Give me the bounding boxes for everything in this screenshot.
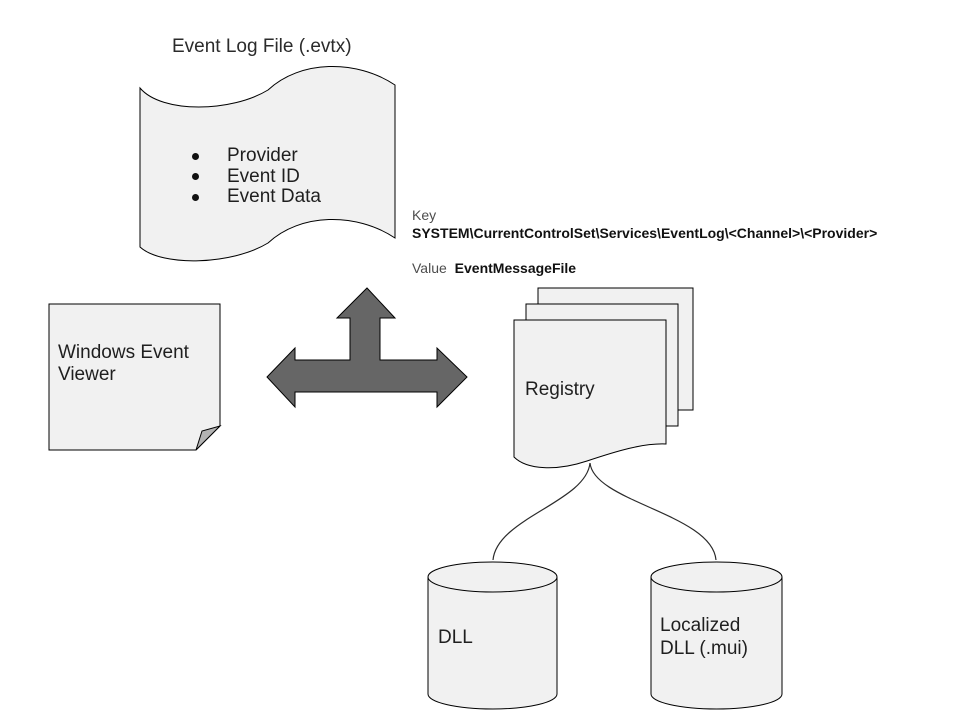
registry-label: Registry	[525, 379, 595, 400]
three-way-arrow	[266, 287, 468, 409]
list-item-label: Event ID	[227, 165, 300, 187]
dll-label: DLL	[438, 627, 473, 648]
value-name: EventMessageFile	[454, 260, 577, 276]
bullet-icon	[192, 193, 199, 201]
key-path: SYSTEM\CurrentControlSet\Services\EventL…	[412, 225, 878, 241]
localized-dll-cylinder-rim	[650, 576, 783, 593]
registry-doc-front	[513, 319, 667, 469]
bullet-icon	[192, 173, 199, 181]
registry-value-annotation: Value EventMessageFile	[412, 259, 576, 277]
event-log-file-title: Event Log File (.evtx)	[172, 36, 352, 57]
connector-registry-to-localized-dll	[589, 462, 717, 561]
list-item: Provider	[192, 145, 321, 167]
value-label: Value	[412, 260, 447, 276]
list-item-label: Event Data	[227, 186, 321, 208]
registry-key-annotation: Key SYSTEM\CurrentControlSet\Services\Ev…	[412, 206, 877, 242]
dll-cylinder	[427, 561, 558, 710]
event-log-file-shape	[139, 65, 396, 262]
event-log-bullet-list: Provider Event ID Event Data	[192, 145, 321, 208]
viewer-label: Windows Event Viewer	[58, 342, 189, 385]
list-item: Event Data	[192, 186, 321, 208]
viewer-note-fold	[195, 425, 222, 451]
localized-dll-label: Localized DLL (.mui)	[660, 615, 748, 659]
key-label: Key	[412, 207, 437, 223]
dll-cylinder-rim	[427, 576, 558, 593]
bullet-icon	[192, 152, 199, 160]
list-item-label: Provider	[227, 145, 298, 167]
localized-dll-cylinder	[650, 561, 783, 710]
list-item: Event ID	[192, 165, 321, 188]
connector-registry-to-dll	[492, 462, 591, 561]
